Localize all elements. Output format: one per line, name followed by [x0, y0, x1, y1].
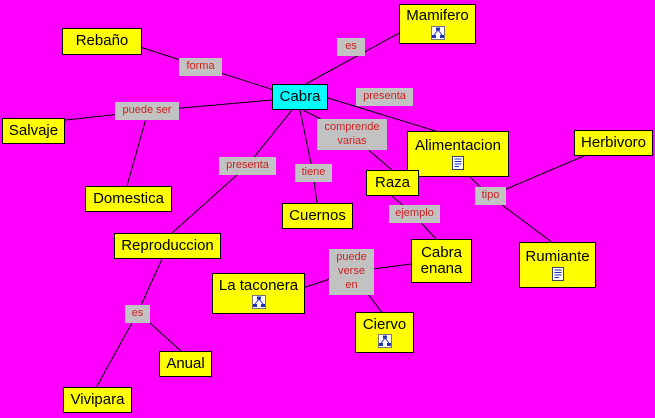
- concept-node-raza[interactable]: Raza: [366, 170, 419, 196]
- concept-node-cabra[interactable]: Cabra: [272, 84, 328, 110]
- concept-label: Reproduccion: [121, 236, 214, 254]
- concept-label: La taconera: [218, 276, 299, 294]
- phrase-label: es: [131, 307, 144, 320]
- phrase-label: presenta: [226, 159, 269, 172]
- concept-node-vivipara[interactable]: Vivipara: [63, 387, 132, 413]
- concept-label: Rumiante: [525, 248, 590, 266]
- concept-label: Alimentacion: [415, 137, 501, 155]
- linking-phrase-presenta-reproduccion[interactable]: presenta: [219, 157, 276, 175]
- phrase-label: forma: [186, 60, 215, 73]
- concept-node-mamifero[interactable]: Mamifero: [399, 4, 476, 44]
- document-icon[interactable]: [451, 155, 465, 170]
- concept-label: Mamifero: [406, 7, 469, 25]
- phrase-label: tipo: [481, 189, 500, 202]
- concept-node-salvaje[interactable]: Salvaje: [2, 118, 65, 144]
- concept-node-herbivoro[interactable]: Herbivoro: [574, 130, 653, 156]
- concept-node-alimentacion[interactable]: Alimentacion: [407, 131, 509, 177]
- concept-label: Raza: [374, 173, 411, 191]
- concept-label: Herbivoro: [580, 133, 647, 151]
- concept-label: Cuernos: [289, 206, 346, 224]
- concept-label: Cabra enana: [420, 243, 463, 277]
- concept-label: Vivipara: [70, 390, 125, 408]
- concept-node-rumiante[interactable]: Rumiante: [519, 242, 596, 288]
- linking-phrase-forma[interactable]: forma: [179, 58, 222, 76]
- phrase-label: ejemplo: [395, 207, 434, 220]
- concept-node-domestica[interactable]: Domestica: [85, 186, 172, 212]
- phrase-label: es: [345, 40, 357, 53]
- concept-node-cuernos[interactable]: Cuernos: [282, 203, 353, 229]
- linking-phrase-tipo[interactable]: tipo: [475, 187, 506, 205]
- linking-phrase-comprende-varias[interactable]: comprende varias: [317, 119, 387, 150]
- concept-map-icon[interactable]: [377, 334, 392, 349]
- linking-phrase-tiene[interactable]: tiene: [295, 164, 332, 182]
- phrase-label: presenta: [363, 90, 406, 103]
- concept-node-rebano[interactable]: Rebaño: [62, 28, 142, 55]
- linking-phrase-es-reproduccion[interactable]: es: [125, 305, 150, 323]
- concept-node-cabra-enana[interactable]: Cabra enana: [411, 239, 472, 283]
- concept-node-reproduccion[interactable]: Reproduccion: [114, 233, 221, 259]
- linking-phrase-puede-ser[interactable]: puede ser: [115, 102, 179, 120]
- concept-map-icon[interactable]: [251, 295, 266, 310]
- phrase-label: puede verse en: [336, 251, 367, 291]
- concept-node-ciervo[interactable]: Ciervo: [355, 312, 414, 353]
- concept-label: Anual: [166, 354, 205, 372]
- linking-phrase-presenta-alimentacion[interactable]: presenta: [356, 88, 413, 106]
- document-icon[interactable]: [551, 266, 565, 281]
- concept-label: Cabra: [279, 87, 321, 105]
- concept-label: Domestica: [93, 189, 164, 207]
- concept-label: Salvaje: [8, 121, 59, 139]
- linking-phrase-es-mamifero[interactable]: es: [337, 38, 365, 56]
- concept-label: Ciervo: [362, 315, 407, 333]
- phrase-label: tiene: [301, 166, 326, 179]
- concept-node-la-taconera[interactable]: La taconera: [212, 273, 305, 314]
- concept-map-icon[interactable]: [430, 25, 445, 40]
- phrase-label: puede ser: [122, 104, 172, 117]
- concept-label: Rebaño: [75, 32, 129, 50]
- linking-phrase-puede-verse-en[interactable]: puede verse en: [329, 249, 374, 295]
- phrase-label: comprende varias: [324, 120, 380, 147]
- concept-node-anual[interactable]: Anual: [159, 351, 212, 377]
- linking-phrase-ejemplo[interactable]: ejemplo: [389, 205, 440, 223]
